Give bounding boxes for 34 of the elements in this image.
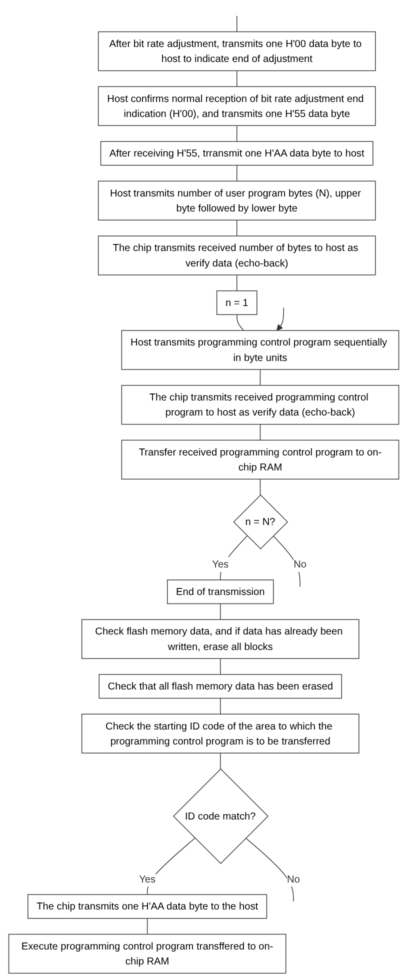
node-box: Transfer received programming control program to on-chip RAM: [121, 440, 399, 480]
edge-label: No: [293, 558, 306, 570]
connector: [236, 16, 237, 32]
connector: [236, 164, 237, 182]
node-box: After receiving H'55, trransmit one H'AA data byte to host: [100, 141, 374, 166]
node-box: Check flash memory data, and if data has already been written, erase all blocks: [81, 619, 359, 659]
node-box: Execute programming control program transffered to on-chip RAM: [8, 934, 286, 974]
connector: [220, 535, 248, 580]
edge-label: Yes: [212, 558, 228, 570]
connector: [236, 220, 237, 236]
node-box: The chip transmits received programming control program to host as verify data (echo-back): [121, 384, 399, 425]
node-diamond: n = N?: [232, 494, 288, 550]
connector: [146, 838, 196, 895]
connector: [236, 314, 244, 331]
node-box: The chip transmits one H'AA data byte to the host: [27, 894, 267, 919]
node-box: Host confirms normal reception of bit rate adjustment end indication (H'00), and transmits one H'55 data byte: [98, 86, 376, 126]
node-box: Host transmits number of user program bytes (N), upper byte followed by lower byte: [98, 180, 376, 220]
node-box: Check the starting ID code of the area to which the programming control program is to be transferred: [81, 714, 359, 754]
node-box: The chip transmits received number of bytes to host as verify data (echo-back): [98, 236, 376, 276]
connector: [272, 535, 300, 588]
edge-label: No: [286, 872, 300, 884]
node-box: Host transmits programming control program sequentially in byte units: [121, 330, 399, 370]
connector: [236, 274, 237, 292]
node-box: n = 1: [216, 290, 257, 315]
arrow: [276, 307, 284, 331]
connector: [146, 918, 148, 935]
node-box: Check that all flash memory data has been erased: [98, 674, 342, 699]
connector: [236, 70, 237, 87]
edge-label: Yes: [138, 872, 156, 884]
node-box: End of transmission: [166, 580, 274, 604]
connector: [236, 125, 237, 142]
connector: [245, 838, 294, 902]
node-box: After bit rate adjustment, transmits one H'00 data byte to host to indicate end of adjustment: [98, 31, 376, 72]
node-diamond: ID code match?: [172, 768, 268, 864]
